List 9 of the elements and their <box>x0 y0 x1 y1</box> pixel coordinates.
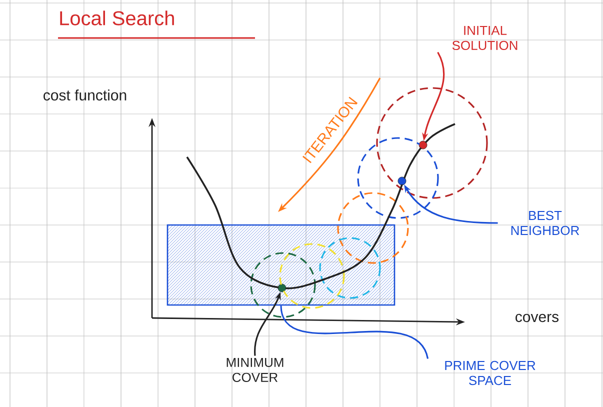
axis-label: covers <box>516 314 559 322</box>
annotation-text: BEST NEIGHBOR <box>511 210 580 236</box>
hatched-rectangle <box>166 224 396 306</box>
annotation-text: INITIAL SOLUTION <box>452 26 518 50</box>
leader-line <box>280 305 429 359</box>
annotation-text: PRIME COVER SPACE <box>445 360 536 386</box>
title: Local Search <box>60 10 174 26</box>
axis-label: cost function <box>44 90 126 100</box>
annotation-text: MINIMUM COVER <box>226 358 284 382</box>
